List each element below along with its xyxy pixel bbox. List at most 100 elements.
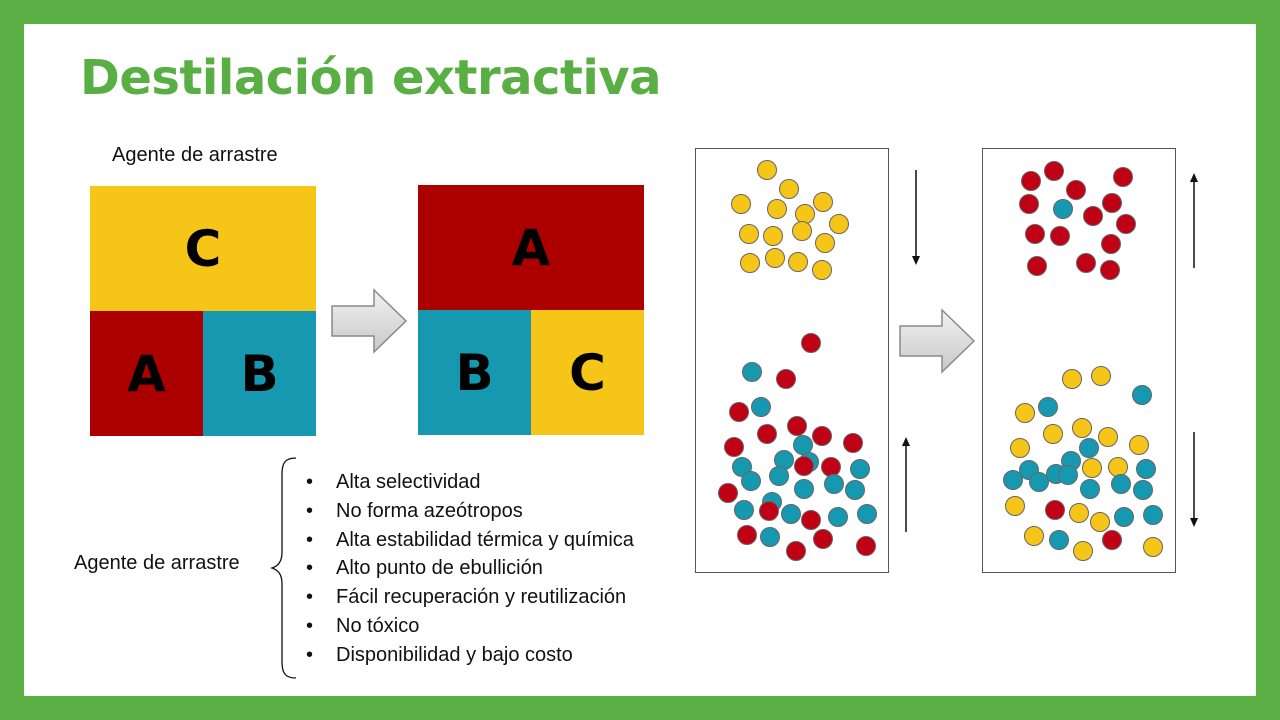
particle-a — [759, 501, 779, 521]
particle-c — [788, 252, 808, 272]
particle-b — [1038, 397, 1058, 417]
particle-c — [1043, 424, 1063, 444]
particle-b — [850, 459, 870, 479]
particle-b — [794, 479, 814, 499]
particle-c — [829, 214, 849, 234]
block-before-top: C — [90, 186, 316, 311]
list-item: Disponibilidad y bajo costo — [304, 641, 634, 670]
particle-c — [757, 160, 777, 180]
particle-a — [1027, 256, 1047, 276]
right-arrow-icon — [899, 308, 976, 374]
particle-b — [1132, 385, 1152, 405]
particle-c — [1010, 438, 1030, 458]
particle-b — [1111, 474, 1131, 494]
list-item: Alta estabilidad térmica y química — [304, 526, 634, 555]
particle-c — [1069, 503, 1089, 523]
particle-c — [767, 199, 787, 219]
particle-a — [718, 483, 738, 503]
particle-b — [760, 527, 780, 547]
particle-b — [1080, 479, 1100, 499]
particle-b — [1049, 530, 1069, 550]
list-item: No tóxico — [304, 612, 634, 641]
particle-a — [786, 541, 806, 561]
list-item: No forma azeótropos — [304, 497, 634, 526]
agent-label-bottom: Agente de arrastre — [74, 552, 240, 574]
particle-c — [792, 221, 812, 241]
particle-a — [1102, 530, 1122, 550]
particle-b — [1114, 507, 1134, 527]
agent-label-top: Agente de arrastre — [112, 144, 278, 166]
particle-c — [1062, 369, 1082, 389]
particle-b — [828, 507, 848, 527]
particle-a — [1044, 161, 1064, 181]
slide: Destilación extractiva Agente de arrastr… — [24, 24, 1256, 696]
particle-c — [815, 233, 835, 253]
particle-b — [1079, 438, 1099, 458]
particle-b — [845, 480, 865, 500]
particle-b — [857, 504, 877, 524]
particle-c — [731, 194, 751, 214]
curly-brace-icon — [270, 457, 297, 679]
particle-a — [813, 529, 833, 549]
particle-a — [729, 402, 749, 422]
particle-a — [1066, 180, 1086, 200]
particle-b — [781, 504, 801, 524]
particle-c — [1073, 541, 1093, 561]
particle-c — [813, 192, 833, 212]
block-before-bottom-right: B — [203, 311, 316, 436]
particle-a — [1101, 234, 1121, 254]
particle-a — [1100, 260, 1120, 280]
particle-c — [740, 253, 760, 273]
particle-a — [801, 510, 821, 530]
particle-b — [741, 471, 761, 491]
particle-a — [1045, 500, 1065, 520]
particle-a — [1113, 167, 1133, 187]
down-arrow-icon — [1190, 432, 1198, 527]
particle-a — [757, 424, 777, 444]
list-item: Alta selectividad — [304, 468, 634, 497]
particle-b — [1003, 470, 1023, 490]
particle-a — [724, 437, 744, 457]
particle-a — [1102, 193, 1122, 213]
particle-b — [1136, 459, 1156, 479]
particle-b — [751, 397, 771, 417]
block-after-bottom-right: C — [531, 310, 644, 435]
particle-c — [1091, 366, 1111, 386]
particle-c — [1072, 418, 1092, 438]
down-arrow-icon — [912, 170, 920, 265]
list-item: Alto punto de ebullición — [304, 554, 634, 583]
particle-a — [1050, 226, 1070, 246]
particle-a — [1076, 253, 1096, 273]
particle-a — [737, 525, 757, 545]
particle-c — [765, 248, 785, 268]
particle-c — [1005, 496, 1025, 516]
particle-a — [1116, 214, 1136, 234]
particle-c — [1090, 512, 1110, 532]
particle-a — [1025, 224, 1045, 244]
particle-a — [1083, 206, 1103, 226]
particle-b — [1029, 472, 1049, 492]
particle-a — [843, 433, 863, 453]
block-after-top: A — [418, 185, 644, 310]
particle-c — [1098, 427, 1118, 447]
up-arrow-icon — [1190, 173, 1198, 268]
particle-a — [776, 369, 796, 389]
particle-a — [856, 536, 876, 556]
particle-b — [769, 466, 789, 486]
block-before-bottom-left: A — [90, 311, 203, 436]
particle-b — [1058, 465, 1078, 485]
particle-c — [1082, 458, 1102, 478]
particle-a — [1019, 194, 1039, 214]
list-item: Fácil recuperación y reutilización — [304, 583, 634, 612]
particle-a — [1021, 171, 1041, 191]
particle-c — [763, 226, 783, 246]
particle-c — [779, 179, 799, 199]
particle-c — [1143, 537, 1163, 557]
particle-a — [794, 456, 814, 476]
particle-c — [1015, 403, 1035, 423]
page-title: Destilación extractiva — [80, 50, 662, 106]
particle-b — [1053, 199, 1073, 219]
particle-c — [739, 224, 759, 244]
particle-b — [734, 500, 754, 520]
particle-a — [787, 416, 807, 436]
